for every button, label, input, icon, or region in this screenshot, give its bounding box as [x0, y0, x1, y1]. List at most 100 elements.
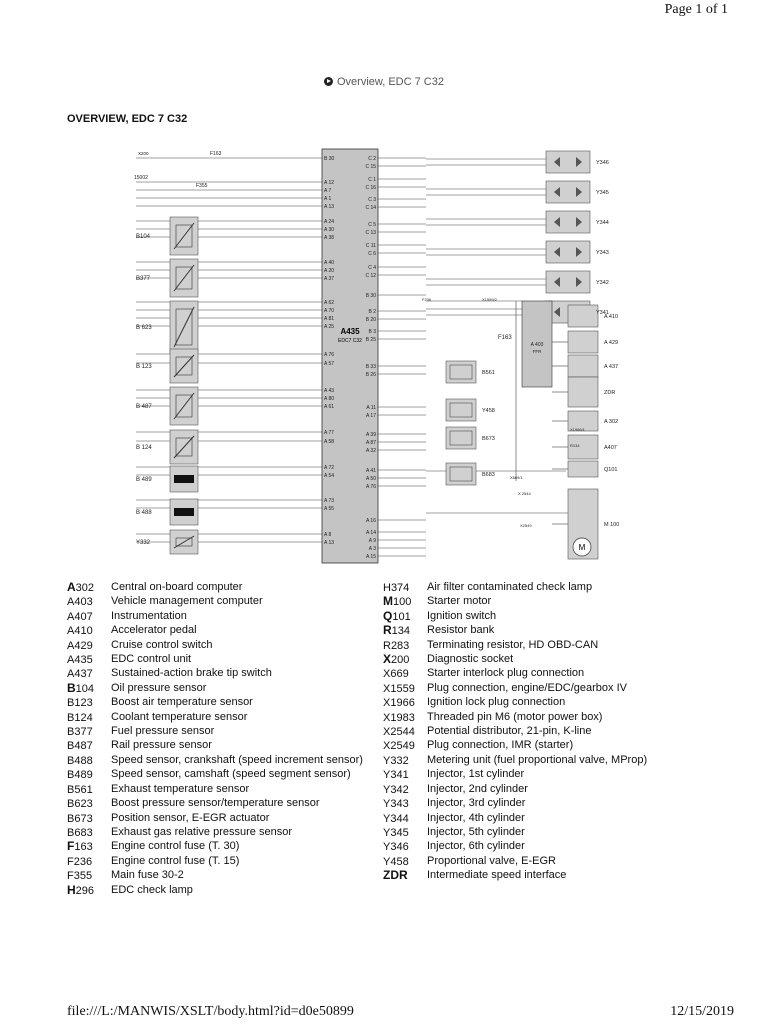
ecu-pin-right: A 41: [366, 468, 376, 474]
legend-description: Main fuse 30-2: [111, 869, 184, 882]
ecu-pin-left: A 54: [324, 473, 334, 479]
component-label: B 123: [136, 364, 152, 370]
component-label: A407: [604, 445, 617, 451]
ecu-pin-left: A 37: [324, 276, 334, 282]
ecu-pin-right: A 87: [366, 440, 376, 446]
legend-code-number: Y342: [383, 783, 409, 796]
legend-code-letter: F: [67, 839, 75, 854]
ecu-pin-left: A 30: [324, 227, 334, 233]
legend-code-number: X2544: [383, 726, 415, 739]
legend-code: H374: [383, 581, 427, 595]
sensor-element: [449, 430, 473, 446]
legend-description: Air filter contaminated check lamp: [427, 581, 593, 593]
legend-code-number: B488: [67, 754, 93, 767]
legend-code-letter: R: [383, 623, 392, 638]
component-label: Y345: [596, 190, 609, 196]
legend-code-number: B487: [67, 740, 93, 753]
legend-code: X1559: [383, 682, 427, 696]
ecu-pin-right: C 4: [368, 265, 376, 271]
ecu-pin-right: A 3: [369, 546, 376, 552]
sensor-element: [175, 356, 193, 376]
ecu-pin-left: A 58: [324, 439, 334, 445]
component-label: A 437: [604, 364, 618, 370]
legend-description: Proportional valve, E-EGR: [427, 854, 556, 867]
legend-description: Sustained-action brake tip switch: [111, 667, 272, 680]
ecu-pin-right: C 1: [368, 177, 376, 183]
legend-code: X200: [383, 652, 427, 667]
legend-code: A429: [67, 639, 111, 653]
component-label: ZDR: [604, 390, 615, 396]
legend-description: Starter motor: [427, 595, 492, 608]
legend-code-number: 104: [75, 682, 95, 695]
breadcrumb-link[interactable]: Overview, EDC 7 C32: [0, 76, 768, 88]
page-number: Page 1 of 1: [664, 2, 728, 17]
ecu-pin-left: A 1: [324, 196, 331, 202]
sensor-element: [449, 466, 473, 482]
ecu-pin-right: B 26: [366, 372, 377, 378]
ecu-pin-right: C 15: [365, 164, 376, 170]
ecu-pin-right: B 3: [368, 329, 376, 335]
component-label: Y346: [596, 160, 609, 166]
legend-code: Y341: [383, 768, 427, 782]
fuse-label: F163: [210, 151, 222, 157]
legend-code-number: F355: [67, 870, 93, 883]
injector-box: [545, 240, 591, 264]
legend-code: A410: [67, 624, 111, 638]
legend-description: Engine control fuse (T. 30): [111, 840, 240, 853]
legend-code: H296: [67, 883, 111, 898]
module-a403: [521, 300, 553, 388]
ecu-pin-left: A 73: [324, 498, 334, 504]
component-label: B 124: [136, 445, 152, 451]
legend-code-number: B377: [67, 726, 93, 739]
component-label: B 489: [136, 477, 152, 483]
legend-description: Diagnostic socket: [427, 653, 514, 666]
module-box: [567, 354, 599, 378]
sensor-magnet: [174, 475, 194, 483]
legend-code-number: R283: [383, 639, 410, 652]
legend-code-number: A429: [67, 639, 93, 652]
legend-description: Coolant temperature sensor: [111, 710, 248, 723]
ecu-pin-right: C 11: [366, 243, 376, 249]
legend-description: Potential distributor, 21-pin, K-line: [427, 725, 592, 738]
legend-description: Position sensor, E-EGR actuator: [111, 811, 270, 824]
sensor-element: [449, 402, 473, 418]
legend-description: Plug connection, IMR (starter): [427, 739, 574, 752]
sensor-arrow: [173, 392, 195, 420]
ecu-pin-right: C 12: [365, 273, 376, 279]
sensor-arrow: [173, 354, 195, 378]
module-box: [567, 330, 599, 354]
legend-code-number: 134: [391, 625, 411, 638]
module-box: [567, 410, 599, 432]
legend-code-number: X1983: [383, 711, 415, 724]
legend-code: R134: [383, 624, 427, 638]
legend-description: EDC control unit: [111, 653, 192, 666]
injector-symbol: [554, 247, 582, 257]
legend-code-number: Y346: [383, 841, 409, 854]
ecu-pin-right: C 3: [368, 197, 376, 203]
component-label: Y458: [482, 408, 495, 414]
component-label: A 429: [604, 340, 618, 346]
component-label: Y344: [596, 220, 609, 226]
page-title: OVERVIEW, EDC 7 C32: [67, 113, 188, 125]
ecu-pin-left: A 13: [324, 204, 334, 210]
connector-label: X 2544: [518, 491, 531, 496]
component-label: M 100: [604, 522, 619, 528]
breadcrumb-text: Overview, EDC 7 C32: [337, 76, 444, 88]
module-box: [567, 376, 599, 408]
connector-label: X1559/2: [482, 297, 498, 302]
legend-code: B623: [67, 797, 111, 811]
legend-code-number: 302: [75, 582, 95, 594]
legend-code-number: Y332: [383, 754, 409, 767]
